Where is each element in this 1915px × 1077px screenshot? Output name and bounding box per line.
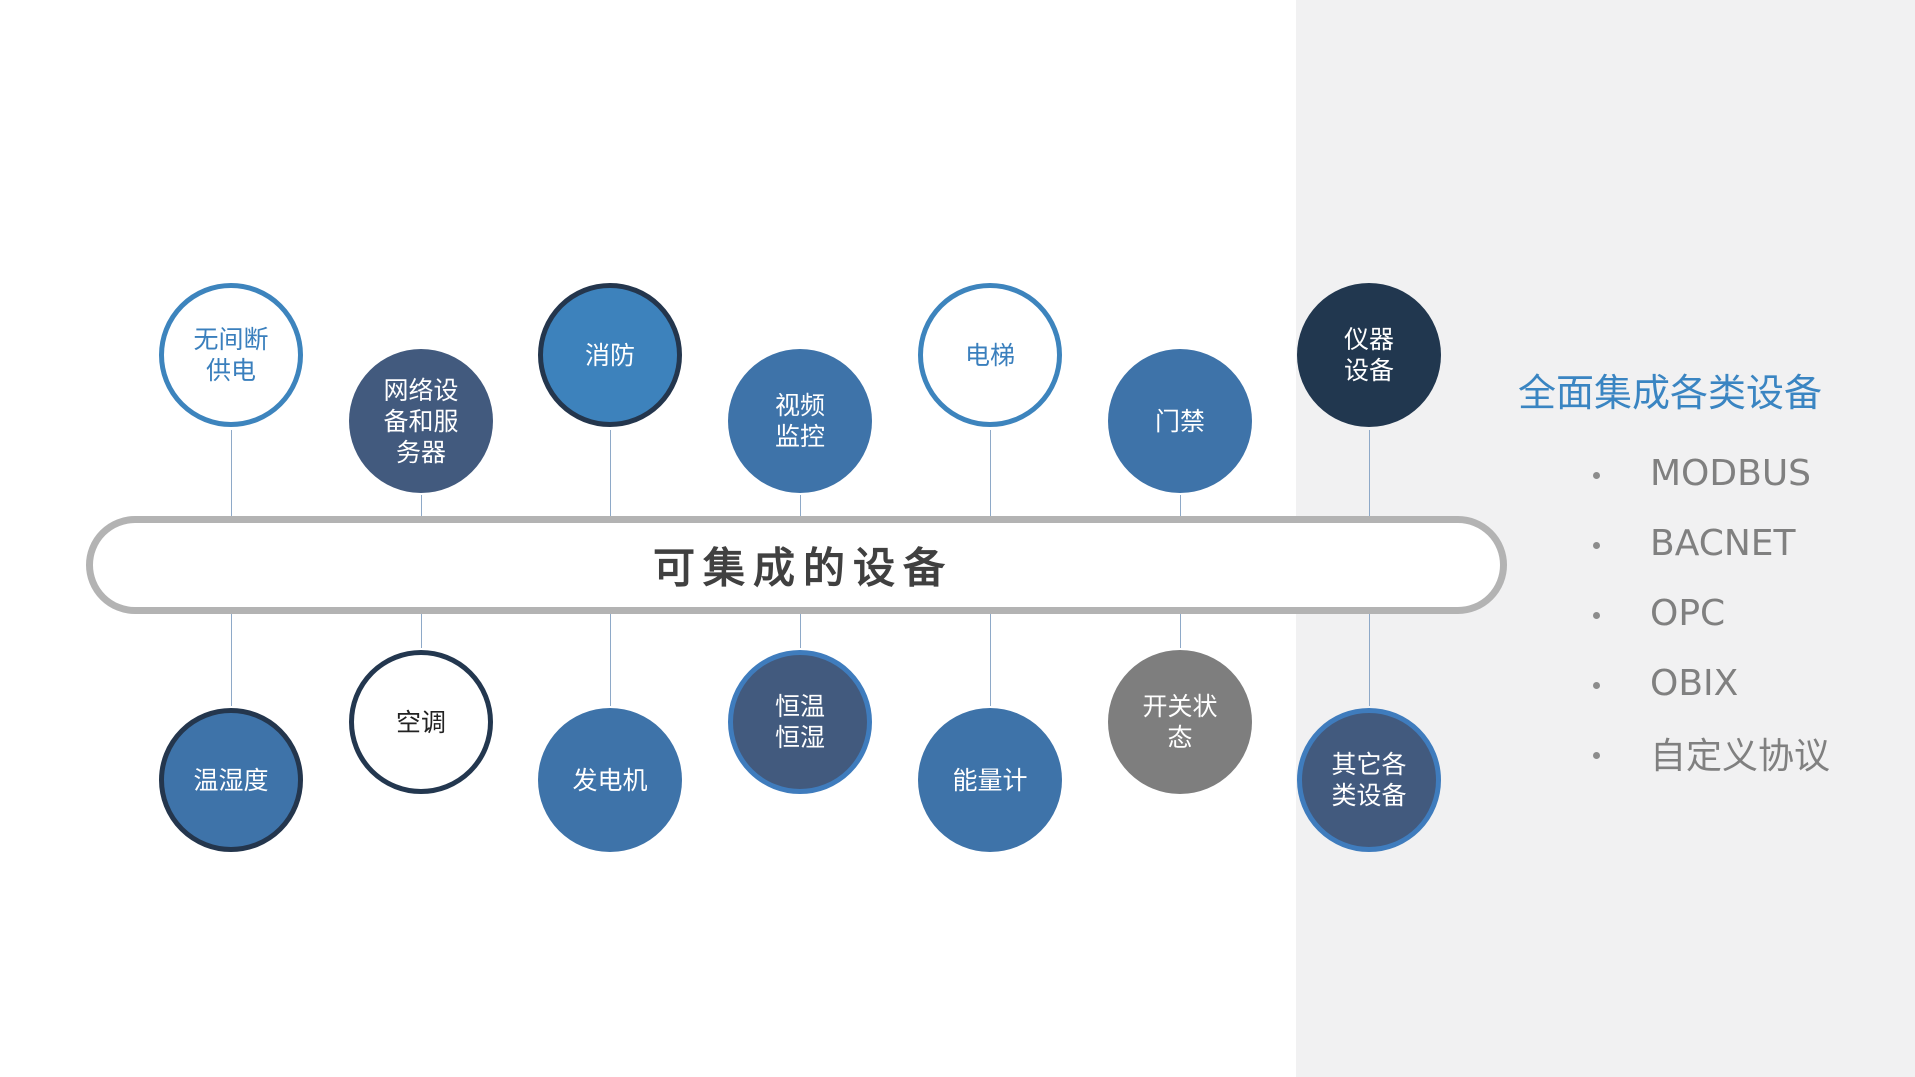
device-label: 空调 <box>395 707 446 737</box>
device-circle-ups: 无间断 供电 <box>159 283 303 427</box>
device-circle-humidity: 温湿度 <box>159 708 303 852</box>
connector-top-7 <box>1369 430 1370 520</box>
device-label: 门禁 <box>1154 406 1205 436</box>
device-label: 仪器 设备 <box>1343 325 1394 385</box>
device-label: 电梯 <box>964 340 1015 370</box>
connector-bottom-6 <box>1180 610 1181 648</box>
device-label: 开关状 态 <box>1142 692 1218 752</box>
device-label: 消防 <box>584 340 635 370</box>
bullet-dot-icon <box>1593 752 1600 759</box>
protocol-label: OPC <box>1650 592 1726 634</box>
device-circle-fire: 消防 <box>538 283 682 427</box>
protocol-label: OBIX <box>1650 662 1739 704</box>
bullet-dot-icon <box>1593 542 1600 549</box>
connector-bottom-1 <box>231 610 232 706</box>
device-label: 无间断 供电 <box>193 325 269 385</box>
connector-bottom-2 <box>421 610 422 648</box>
integration-bar: 可集成的设备 <box>86 516 1507 614</box>
connector-top-2 <box>421 495 422 520</box>
connector-top-4 <box>800 495 801 520</box>
protocol-label: 自定义协议 <box>1650 736 1831 777</box>
device-label: 温湿度 <box>193 765 269 795</box>
connector-top-5 <box>990 430 991 520</box>
device-circle-access: 门禁 <box>1108 349 1252 493</box>
device-label: 发电机 <box>572 765 648 795</box>
device-circle-constant-temp: 恒温 恒湿 <box>728 650 872 794</box>
protocol-label: MODBUS <box>1650 452 1812 494</box>
device-circle-generator: 发电机 <box>538 708 682 852</box>
device-circle-video: 视频 监控 <box>728 349 872 493</box>
bullet-dot-icon <box>1593 472 1600 479</box>
connector-bottom-7 <box>1369 610 1370 706</box>
device-circle-switch: 开关状 态 <box>1108 650 1252 794</box>
connector-bottom-5 <box>990 610 991 706</box>
device-label: 视频 监控 <box>774 391 825 451</box>
connector-top-6 <box>1180 495 1181 520</box>
device-circle-ac: 空调 <box>349 650 493 794</box>
device-circle-energy: 能量计 <box>918 708 1062 852</box>
device-circle-instrument: 仪器 设备 <box>1297 283 1441 427</box>
device-label: 网络设 备和服 务器 <box>383 375 459 467</box>
bullet-dot-icon <box>1593 682 1600 689</box>
device-label: 恒温 恒湿 <box>774 692 825 752</box>
device-label: 能量计 <box>952 765 1028 795</box>
device-circle-network: 网络设 备和服 务器 <box>349 349 493 493</box>
device-circle-elevator: 电梯 <box>918 283 1062 427</box>
protocol-label: BACNET <box>1650 522 1796 564</box>
connector-bottom-3 <box>610 610 611 706</box>
device-label: 其它各 类设备 <box>1331 750 1407 810</box>
connector-bottom-4 <box>800 610 801 648</box>
connector-top-3 <box>610 430 611 520</box>
device-circle-other: 其它各 类设备 <box>1297 708 1441 852</box>
bar-title: 可集成的设备 <box>652 543 953 593</box>
bullet-dot-icon <box>1593 612 1600 619</box>
connector-top-1 <box>231 430 232 520</box>
panel-heading: 全面集成各类设备 <box>1518 371 1823 415</box>
